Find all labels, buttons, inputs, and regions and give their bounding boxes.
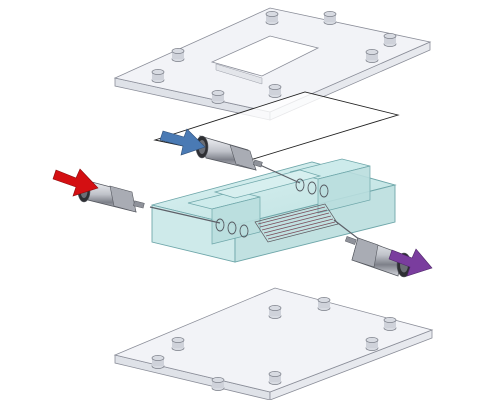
tubing (149, 164, 361, 241)
top-plate-window-inner (215, 63, 263, 85)
top-plate-bolts (151, 11, 397, 104)
bolt-icon (211, 90, 225, 104)
bolt-icon (383, 317, 397, 331)
bolt-icon (151, 355, 165, 369)
chip-center-block (213, 169, 322, 199)
bolt-icon (365, 337, 379, 351)
red-inlet-arrow (52, 168, 99, 197)
bolt-icon (171, 48, 185, 62)
bolt-icon (265, 11, 279, 25)
channel-frame (254, 203, 339, 243)
bottom-clamp-plate (113, 287, 434, 400)
bolt-icon (317, 297, 331, 311)
bolt-icon (211, 377, 225, 391)
blue-inlet-arrow (159, 128, 206, 156)
o-rings (215, 178, 329, 238)
bolt-icon (268, 305, 282, 319)
chip-right-block-front (317, 165, 371, 214)
channel-array (257, 206, 336, 240)
bottom-plate-bolts (151, 297, 397, 391)
bolt-icon (383, 33, 397, 47)
bolt-icon (151, 69, 165, 83)
top-plate-window (210, 35, 320, 77)
bolt-icon (323, 11, 337, 25)
outlet-fitting-purple (344, 236, 412, 278)
purple-outlet-arrow (388, 248, 433, 277)
microfluidic-chip (149, 158, 397, 263)
bolt-icon (268, 84, 282, 98)
bolt-icon (171, 337, 185, 351)
bolt-icon (365, 49, 379, 63)
bolt-icon (268, 371, 282, 385)
top-clamp-plate (113, 7, 432, 121)
